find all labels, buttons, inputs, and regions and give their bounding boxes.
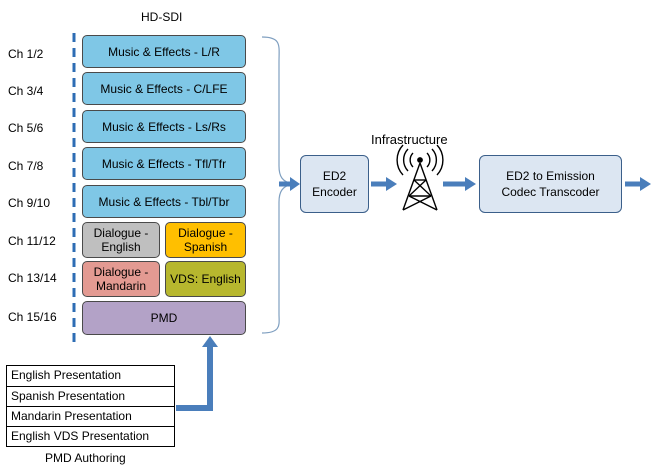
channel-label: Ch 3/4 [8, 84, 44, 98]
channel-label: Ch 9/10 [8, 196, 51, 210]
transcoder-line1: ED2 to Emission [506, 169, 595, 183]
arrow-brace-to-encoder-head [290, 177, 300, 191]
presentation-item: Spanish Presentation [7, 386, 174, 406]
encoder-box: ED2 Encoder [300, 155, 369, 213]
arrow-authoring-to-pmd [176, 345, 213, 411]
transcoder-box: ED2 to Emission Codec Transcoder [479, 155, 622, 213]
broadcast-tower-icon [396, 144, 444, 211]
encoder-line2: Encoder [312, 185, 357, 199]
arrow-transcoder-out-head [640, 177, 651, 191]
presentation-item: English VDS Presentation [7, 426, 174, 446]
channel-label: Ch 15/16 [8, 310, 57, 324]
channel-label: Ch 5/6 [8, 121, 44, 135]
arrow-encoder-to-antenna-head [386, 177, 397, 191]
channel-block-music-effects: Music & Effects - C/LFE [82, 72, 246, 105]
channel-block-music-effects: Music & Effects - Ls/Rs [82, 110, 246, 143]
authoring-label: PMD Authoring [45, 451, 126, 465]
encoder-line1: ED2 [322, 169, 347, 183]
presentation-item: English Presentation [11, 368, 122, 382]
arrow-antenna-to-transcoder-head [465, 177, 476, 191]
transcoder-line2: Codec Transcoder [501, 185, 600, 199]
infrastructure-label: Infrastructure [371, 132, 448, 147]
channel-block-dialogue-spanish: Dialogue - Spanish [165, 222, 246, 258]
channel-label: Ch 11/12 [8, 234, 56, 248]
channel-label: Ch 13/14 [8, 271, 57, 285]
presentation-item: Mandarin Presentation [7, 406, 174, 426]
channel-block-music-effects: Music & Effects - L/R [82, 35, 246, 68]
channel-label: Ch 7/8 [8, 159, 44, 173]
channel-block-pmd: PMD [82, 301, 246, 335]
sdi-label: HD-SDI [141, 10, 183, 24]
arrow-authoring-to-pmd-head [202, 336, 218, 347]
channel-block-dialogue-mandarin: Dialogue - Mandarin [82, 261, 160, 297]
channel-label: Ch 1/2 [8, 47, 44, 61]
channel-block-vds-english: VDS: English [165, 261, 246, 297]
presentation-list: English Presentation Spanish Presentatio… [6, 365, 175, 447]
channel-block-dialogue-english: Dialogue - English [82, 222, 160, 258]
channel-block-music-effects: Music & Effects - Tfl/Tfr [82, 147, 246, 180]
channel-block-music-effects: Music & Effects - Tbl/Tbr [82, 185, 246, 218]
